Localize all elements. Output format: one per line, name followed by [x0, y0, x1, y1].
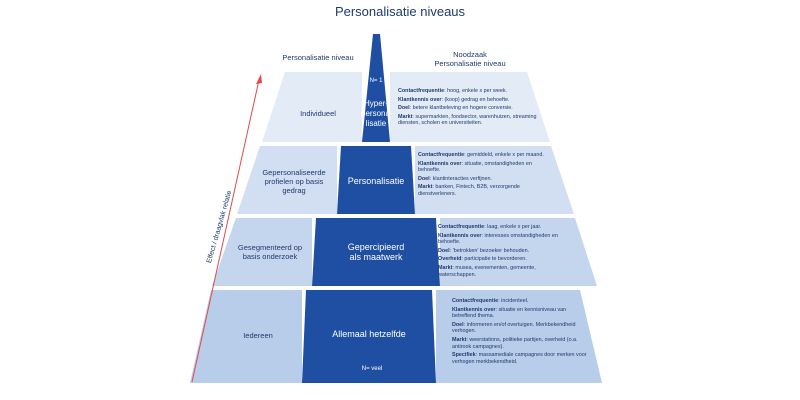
info-value: : gemiddeld, enkele x per maand. — [464, 152, 544, 158]
info-value: : betere klantbeleving en hogere convers… — [409, 105, 513, 112]
info-row: Doel: 'betrokken' bezoeker behouden. — [438, 248, 570, 255]
info-row: Klantkennis over: situatie en kennisnive… — [452, 307, 588, 320]
info-row: Klantkennis over: interesses omstandighe… — [438, 233, 570, 246]
info-key: Doel — [452, 321, 464, 328]
info-row: Klantkennis over: situatie, omstandighed… — [418, 161, 546, 174]
center-label-level-3-line-2: als maatwerk — [349, 252, 403, 262]
right-band-level-4 — [436, 290, 602, 383]
left-band-level-1 — [262, 72, 362, 142]
info-row: Markt: weerstations, politieke partijen,… — [452, 337, 588, 350]
info-key: Contactfrequentie — [438, 224, 485, 230]
info-row: Markt: supermarkten, foodsector, warenhu… — [398, 114, 540, 127]
info-key: Specifiek — [452, 352, 476, 359]
info-row: Markt: musea, evenementen, gemeente, wat… — [438, 265, 570, 278]
right-band-level-1 — [390, 72, 550, 142]
info-level-4: Contactfrequentie: incidenteel. Klantken… — [452, 298, 588, 367]
info-row: Doel: klantinteracties verfijnen. — [418, 176, 546, 183]
info-value: : interesses omstandigheden en behoefte. — [438, 232, 558, 246]
info-value: : laag, enkele x per jaar. — [484, 224, 542, 230]
info-level-2: Contactfrequentie: gemiddeld, enkele x p… — [418, 152, 546, 200]
info-key: Markt — [452, 336, 467, 343]
info-key: Doel — [398, 105, 410, 112]
info-value: : klantinteracties verfijnen. — [429, 175, 493, 182]
info-value: : 'betrokken' bezoeker behouden. — [449, 247, 530, 254]
info-value: : (koop) gedrag en behoefte. — [441, 96, 510, 103]
left-band-level-3 — [212, 218, 312, 286]
info-row: Overheid: participatie te bevorderen. — [438, 256, 570, 263]
hyper-line-2: persona- — [361, 109, 393, 118]
info-row: Doel: betere klantbeleving en hogere con… — [398, 105, 540, 112]
left-label-level-2: Gepersonaliseerde profielen op basis ged… — [262, 168, 326, 195]
info-value: : situatie, omstandigheden en behoefte. — [418, 160, 532, 174]
info-row: Doel: informeren en/of overtuigen. Merkb… — [452, 322, 588, 335]
effect-arrow-head — [256, 74, 262, 84]
effect-arrow-line — [191, 79, 260, 383]
left-label-level-4: Iedereen — [243, 331, 273, 340]
info-row: Contactfrequentie: hoog, enkele x per we… — [398, 88, 540, 95]
info-row: Contactfrequentie: laag, enkele x per ja… — [438, 224, 570, 231]
info-row: Contactfrequentie: incidenteel. — [452, 298, 588, 305]
hyper-line-1: Hyper- — [363, 99, 388, 108]
info-row: Specifiek: massamediale campagnes door m… — [452, 352, 588, 365]
n-label-bottom: N= veel — [361, 366, 383, 372]
info-value: : participatie te bevorderen. — [461, 256, 527, 263]
header-right-line1: Noodzaak — [453, 50, 487, 59]
info-value: : incidenteel. — [498, 298, 529, 304]
info-key: Markt — [398, 113, 413, 120]
info-value: : massamediale campagnes door merken voo… — [452, 352, 587, 365]
info-row: Markt: banken, Fintech, B2B, verzorgende… — [418, 184, 546, 197]
info-level-3: Contactfrequentie: laag, enkele x per ja… — [438, 224, 570, 280]
info-value: : situatie en kennisniveau van betreffen… — [452, 306, 567, 320]
info-row: Klantkennis over: (koop) gedrag en behoe… — [398, 97, 540, 104]
info-value: : informeren en/of overtuigen. Merkbeken… — [452, 321, 576, 335]
info-value: : supermarkten, foodsector, warenhuizen,… — [398, 113, 537, 127]
center-label-level-3-line-1: Gepercipieerd — [347, 242, 405, 252]
n-label-top: N= 1 — [369, 78, 383, 84]
info-level-1: Contactfrequentie: hoog, enkele x per we… — [398, 88, 540, 129]
info-key: Klantkennis over — [398, 96, 442, 103]
info-key: Doel — [438, 247, 450, 254]
left-band-level-2 — [237, 146, 337, 214]
center-label-level-3: Gepercipieerd als maatwerk — [322, 242, 430, 262]
info-value: : musea, evenementen, gemeente, watersch… — [438, 264, 536, 278]
header-left: Personalisatie niveau — [282, 53, 354, 62]
info-key: Klantkennis over — [452, 306, 496, 313]
center-block-level-1 — [362, 34, 390, 142]
right-band-level-3 — [440, 218, 597, 286]
header-right: Noodzaak Personalisatie niveau — [420, 50, 520, 68]
center-block-level-3 — [312, 218, 440, 286]
info-key: Contactfrequentie — [398, 88, 445, 94]
header-right-line2: Personalisatie niveau — [434, 59, 506, 68]
right-band-level-2 — [415, 146, 574, 214]
info-key: Contactfrequentie — [452, 298, 499, 304]
info-row: Contactfrequentie: gemiddeld, enkele x p… — [418, 152, 546, 159]
info-value: : banken, Fintech, B2B, verzorgende dien… — [418, 184, 520, 197]
hyper-line-3: lisatie — [365, 119, 387, 128]
center-block-level-2 — [337, 146, 415, 214]
info-key: Doel — [418, 175, 430, 182]
diagram-title: Personalisatie niveaus — [334, 4, 466, 19]
left-label-level-1: Individueel — [300, 109, 336, 118]
center-label-level-4: Allemaal hetzelfde — [332, 329, 406, 339]
info-key: Overheid — [438, 256, 462, 263]
center-label-level-1: Hyper- persona- lisatie — [361, 99, 393, 129]
info-value: : weerstations, politieke partijen, over… — [452, 336, 578, 350]
info-key: Klantkennis over — [438, 232, 482, 239]
info-key: Markt — [438, 264, 453, 271]
info-key: Markt — [418, 184, 433, 191]
center-label-level-2: Personalisatie — [347, 176, 405, 186]
info-key: Contactfrequentie — [418, 152, 465, 158]
left-band-level-4 — [190, 290, 302, 383]
center-block-level-4 — [302, 290, 436, 383]
info-value: : hoog, enkele x per week. — [444, 88, 508, 94]
left-label-level-3: Gesegmenteerd op basis onderzoek — [237, 243, 303, 261]
info-key: Klantkennis over — [418, 160, 462, 167]
